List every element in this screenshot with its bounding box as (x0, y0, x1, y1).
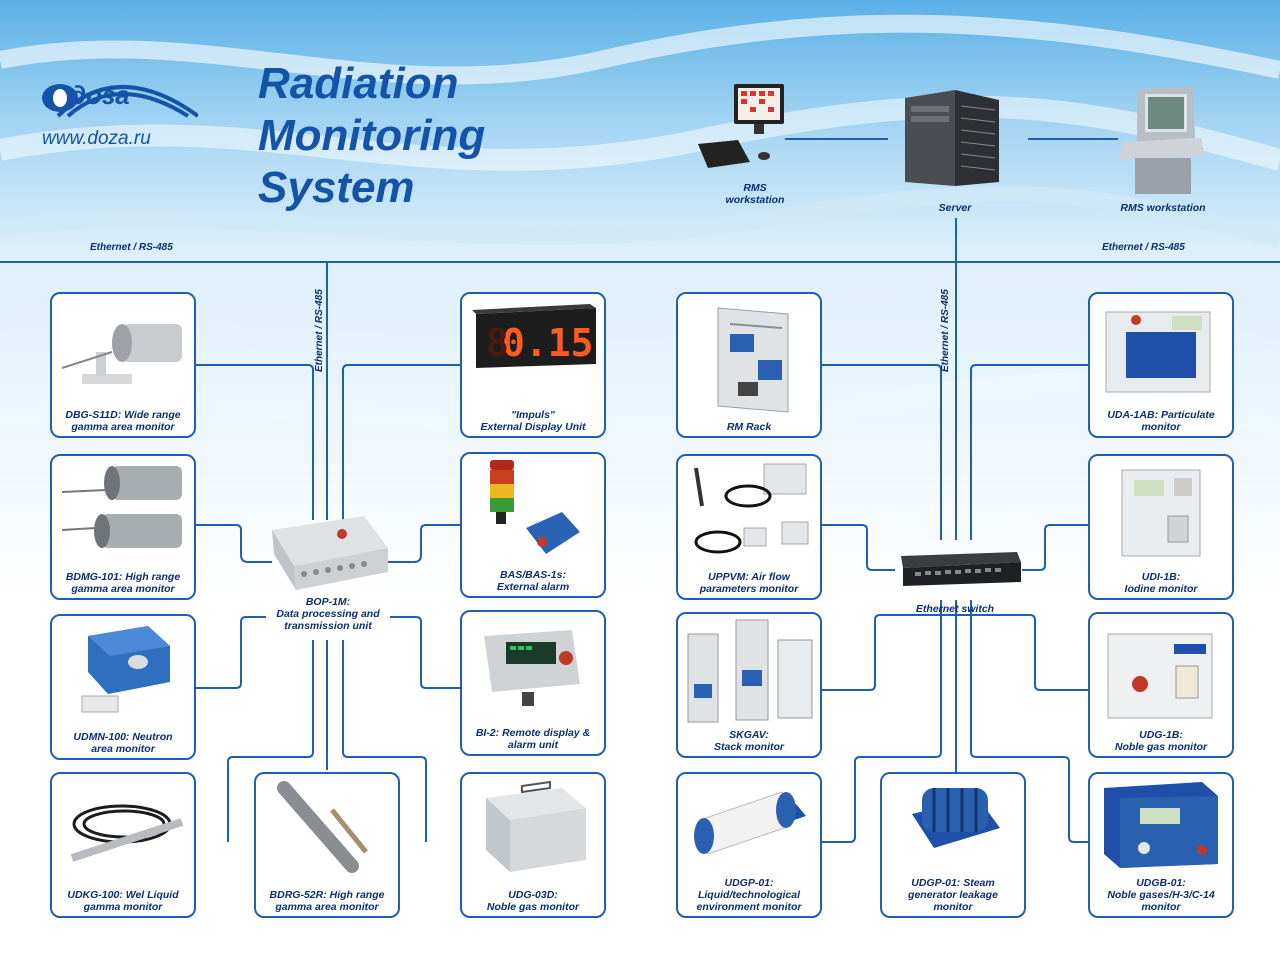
vertical-bus-label-right: Ethernet / RS-485 (940, 289, 951, 372)
server-image (905, 90, 999, 186)
bdrg-52r-caption: BDRG-52R: High range gamma area monitor (269, 889, 385, 913)
rm-rack-caption: RM Rack (726, 421, 772, 433)
udgb-01-caption: UDGB-01: Noble gases/H-3/C-14 monitor (1107, 877, 1215, 913)
device-card-udi-1b[interactable]: UDI-1B: Iodine monitor (1088, 454, 1234, 600)
device-card-udg-03d[interactable]: UDG-03D: Noble gas monitor (460, 772, 606, 918)
udg-03d-image (486, 780, 586, 872)
logo-brand: доза (70, 80, 130, 110)
bus-label-right: Ethernet / RS-485 (1102, 242, 1185, 253)
udkg-100-caption: UDKG-100: Wel Liquid gamma monitor (67, 889, 179, 913)
udg-03d-caption: UDG-03D: Noble gas monitor (486, 889, 580, 913)
udgp-01-steam-image (912, 788, 1000, 848)
udgp-01-steam-caption: UDGP-01: Steam generator leakage monitor (908, 877, 998, 913)
device-card-skgav[interactable]: SKGAV: Stack monitor (676, 612, 822, 758)
device-card-impuls[interactable]: 0.15 8 "Impuls" External Display Unit (460, 292, 606, 438)
device-card-bas[interactable]: BAS/BAS-1s: External alarm (460, 452, 606, 598)
udi-1b-image (1121, 469, 1201, 557)
device-card-bdmg-101[interactable]: BDMG-101: High range gamma area monitor (50, 454, 196, 600)
skgav-image (687, 619, 813, 723)
bop-1m-unit-image (272, 516, 388, 590)
device-card-uda-1ab[interactable]: UDA-1AB: Particulate monitor (1088, 292, 1234, 438)
uppvm-image (694, 463, 809, 554)
device-card-udgb-01[interactable]: UDGB-01: Noble gases/H-3/C-14 monitor (1088, 772, 1234, 918)
uda-1ab-image (1105, 311, 1211, 393)
logo-url: www.doza.ru (42, 128, 151, 149)
page-title: Radiation Monitoring System (258, 59, 486, 212)
vertical-bus-label-left: Ethernet / RS-485 (314, 289, 325, 372)
rm-rack-image (717, 307, 789, 413)
bdmg-101-image (61, 466, 182, 548)
device-card-udkg-100[interactable]: UDKG-100: Wel Liquid gamma monitor (50, 772, 196, 918)
bop-1m-label: BOP-1M: Data processing and transmission… (276, 596, 380, 632)
bas-alarm-image (490, 460, 580, 554)
udg-1b-caption: UDG-1B: Noble gas monitor (1114, 729, 1208, 753)
udi-1b-caption: UDI-1B: Iodine monitor (1124, 571, 1198, 595)
server-label: Server (938, 202, 972, 214)
workstation-right-image (1119, 86, 1205, 194)
workstation-right-label: RMS workstation (1120, 202, 1206, 214)
impuls-display-image: 0.15 8 (472, 304, 596, 368)
udgb-01-image (1104, 782, 1218, 868)
bdrg-52r-image (277, 781, 368, 873)
device-card-uppvm[interactable]: UPPVM: Air flow parameters monitor (676, 454, 822, 600)
udkg-100-image (70, 804, 184, 862)
workstation-left-image (698, 84, 784, 168)
bdmg-101-caption: BDMG-101: High range gamma area monitor (65, 571, 181, 595)
udg-1b-image (1107, 633, 1213, 719)
ethernet-switch-image (901, 552, 1021, 586)
impuls-caption: "Impuls" External Display Unit (480, 409, 586, 433)
udmn-100-caption: UDMN-100: Neutron area monitor (73, 731, 173, 755)
device-card-udmn-100[interactable]: UDMN-100: Neutron area monitor (50, 614, 196, 760)
device-card-udgp-01-steam[interactable]: UDGP-01: Steam generator leakage monitor (880, 772, 1026, 918)
device-card-udgp-01-liquid[interactable]: UDGP-01: Liquid/technological environmen… (676, 772, 822, 918)
device-card-dbg-s11d[interactable]: DBG-S11D: Wide range gamma area monitor (50, 292, 196, 438)
uppvm-caption: UPPVM: Air flow parameters monitor (699, 571, 799, 595)
device-card-rm-rack[interactable]: RM Rack (676, 292, 822, 438)
impuls-value: 0.15 (502, 321, 594, 365)
skgav-caption: SKGAV: Stack monitor (713, 729, 784, 753)
device-card-udg-1b[interactable]: UDG-1B: Noble gas monitor (1088, 612, 1234, 758)
udmn-100-image (81, 626, 170, 713)
svg-text:8: 8 (486, 321, 509, 365)
bas-caption: BAS/BAS-1s: External alarm (496, 569, 570, 593)
bus-label-left: Ethernet / RS-485 (90, 242, 173, 253)
device-card-bdrg-52r[interactable]: BDRG-52R: High range gamma area monitor (254, 772, 400, 918)
udgp-01-liquid-caption: UDGP-01: Liquid/technological environmen… (696, 877, 802, 913)
bi-2-caption: BI-2: Remote display & alarm unit (475, 727, 591, 751)
workstation-left-label: RMS workstation (725, 182, 785, 206)
uda-1ab-caption: UDA-1AB: Particulate monitor (1107, 409, 1215, 433)
bi-2-image (484, 630, 580, 706)
dbg-s11d-caption: DBG-S11D: Wide range gamma area monitor (65, 409, 181, 433)
udgp-01-liquid-image (694, 791, 806, 855)
dbg-s11d-image (61, 324, 182, 384)
device-card-bi-2[interactable]: BI-2: Remote display & alarm unit (460, 610, 606, 756)
doza-logo (42, 84, 198, 118)
ethernet-switch-label: Ethernet switch (915, 603, 995, 615)
